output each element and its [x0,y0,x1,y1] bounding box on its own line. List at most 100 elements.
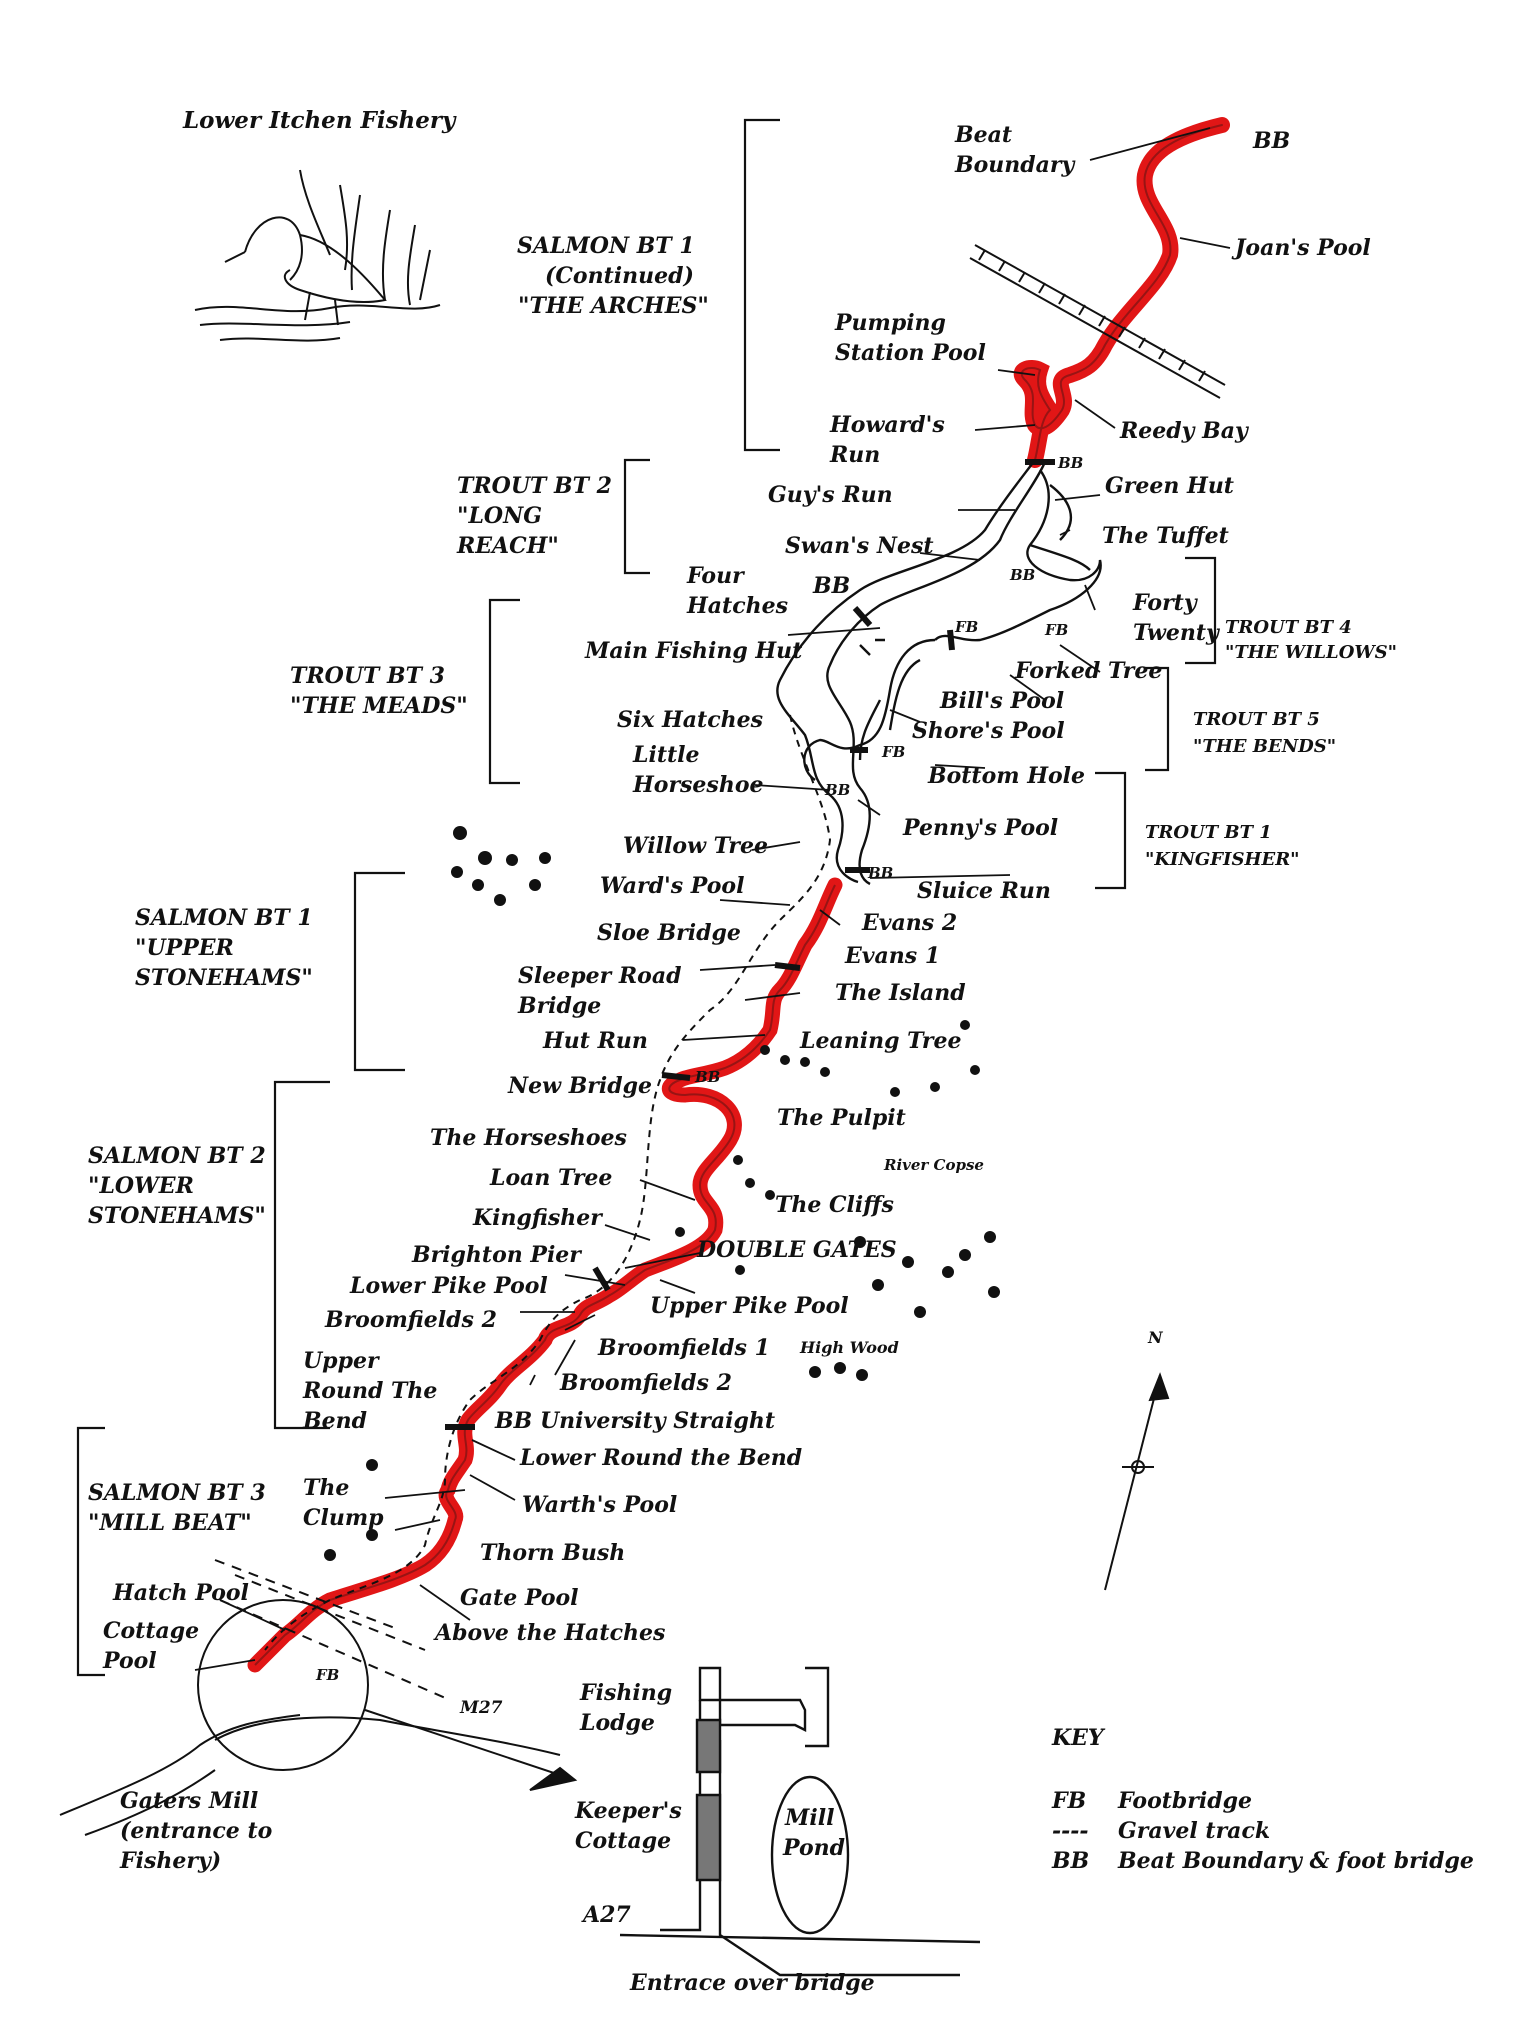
svg-text:BB: BB [1009,566,1035,584]
roads [59,1559,578,1836]
place-label: Hut Run [542,1028,648,1054]
place-label: Reedy Bay [1119,418,1250,444]
place-label: Bend [302,1408,367,1434]
place-label: The Horseshoes [430,1125,627,1151]
beat-label-line: TROUT BT 2 [457,473,612,499]
place-label: Four [686,563,745,589]
place-label: River Copse [883,1156,984,1174]
river-upper-red [1013,117,1230,468]
place-label: Run [829,442,880,468]
place-label: The Cliffs [775,1192,894,1218]
place-label: BB [812,573,850,599]
river-middle-outline [776,459,1102,886]
beat-boundary-marks [445,459,1055,1430]
place-label: Round The [302,1378,437,1404]
place-label: Pond [782,1835,845,1861]
beat-label-line: "THE BENDS" [1193,736,1336,757]
place-label: Lodge [579,1710,655,1736]
place-label: Green Hut [1105,473,1234,499]
beat-label-line: "KINGFISHER" [1145,849,1300,870]
svg-text:FB: FB [954,618,978,636]
north-label: N [1147,1328,1164,1347]
place-label: Evans 1 [844,943,940,969]
north-arrow [1104,1372,1170,1591]
beat-label-line: SALMON BT 2 [88,1143,266,1169]
map-labels: Lower Itchen Fishery SALMON BT 1 (Contin… [88,107,1397,1996]
beat-label-line: TROUT BT 4 [1225,617,1352,638]
beat-label-line: "THE WILLOWS" [1225,642,1397,663]
place-label: Little [632,742,700,768]
place-label: Bottom Hole [927,763,1085,789]
place-label: Evans 2 [861,910,957,936]
place-label: Sluice Run [917,878,1051,904]
place-label: Sleeper Road [518,963,681,989]
place-label: Loan Tree [489,1165,612,1191]
tree-icons [324,826,1000,1561]
place-label: Lower Pike Pool [349,1273,548,1299]
svg-text:BB: BB [867,864,893,882]
beat-label-line: TROUT BT 3 [290,663,445,689]
place-label: Horseshoe [632,772,764,798]
place-label: Howard's [829,412,945,438]
place-label: Hatches [686,593,788,619]
beat-label-line: "MILL BEAT" [88,1510,252,1536]
place-label: Forty [1132,590,1199,616]
key-code: FB [1051,1788,1086,1814]
place-label: Joan's Pool [1231,235,1371,261]
bb-tags: BB BB FB FB FB BB BB BB FB [315,454,1083,1684]
place-label: The Pulpit [777,1105,906,1131]
place-label: (entrance to [120,1818,272,1844]
key-title: KEY [1051,1725,1106,1751]
place-label: Pool [102,1648,157,1674]
mill-schematic [619,1666,981,1977]
place-label: Gaters Mill [120,1788,258,1814]
key-text: Footbridge [1117,1788,1252,1814]
place-label: Ward's Pool [600,873,744,899]
place-label: BB [1252,128,1290,154]
beat-label-line: "LONG [457,503,542,529]
place-label: Broomfields 2 [559,1370,732,1396]
key-text: Gravel track [1118,1818,1270,1844]
key-code: ---- [1052,1818,1089,1844]
place-label: Six Hatches [617,707,763,733]
place-label: Station Pool [835,340,986,366]
place-label: Willow Tree [623,833,768,859]
map-title: Lower Itchen Fishery [182,107,457,134]
beat-label-line: SALMON BT 3 [88,1480,266,1506]
place-label: Swan's Nest [785,533,934,559]
map-key: KEY FB Footbridge ---- Gravel track BB B… [1051,1725,1474,1874]
place-label: Sloe Bridge [597,920,741,946]
place-label: Entrace over bridge [629,1970,875,1996]
place-label: Above the Hatches [433,1620,665,1646]
place-label: University Straight [540,1408,775,1434]
place-label: Bill's Pool [939,688,1064,714]
place-label: Forked Tree [1014,658,1162,684]
railway-line [969,244,1226,399]
place-label: Clump [303,1505,384,1531]
beat-label-line: TROUT BT 1 [1145,822,1272,843]
beat-label-line: "THE MEADS" [290,693,468,719]
place-label: Boundary [954,152,1076,178]
place-label: The [303,1475,349,1501]
svg-text:BB: BB [824,781,850,799]
place-label: Leaning Tree [799,1028,961,1054]
place-label: A27 [581,1902,631,1928]
place-label: Kingfisher [472,1205,603,1231]
place-label: M27 [459,1698,503,1718]
place-label: Broomfields 1 [597,1335,770,1361]
beat-label-line: "LOWER [88,1173,194,1199]
key-text: Beat Boundary & foot bridge [1117,1848,1474,1874]
key-code: BB [1051,1848,1089,1874]
place-label: DOUBLE GATES [696,1237,897,1263]
heron-illustration [194,169,441,342]
place-label: Upper [303,1348,380,1374]
place-label: Hatch Pool [112,1580,249,1606]
place-label: Beat [954,122,1012,148]
place-label: Pumping [834,310,946,336]
place-label: Twenty [1133,620,1221,646]
place-label: Broomfields 2 [324,1307,497,1333]
beat-label-line: TROUT BT 5 [1193,709,1320,730]
place-label: New Bridge [507,1073,652,1099]
place-label: Bridge [517,993,601,1019]
